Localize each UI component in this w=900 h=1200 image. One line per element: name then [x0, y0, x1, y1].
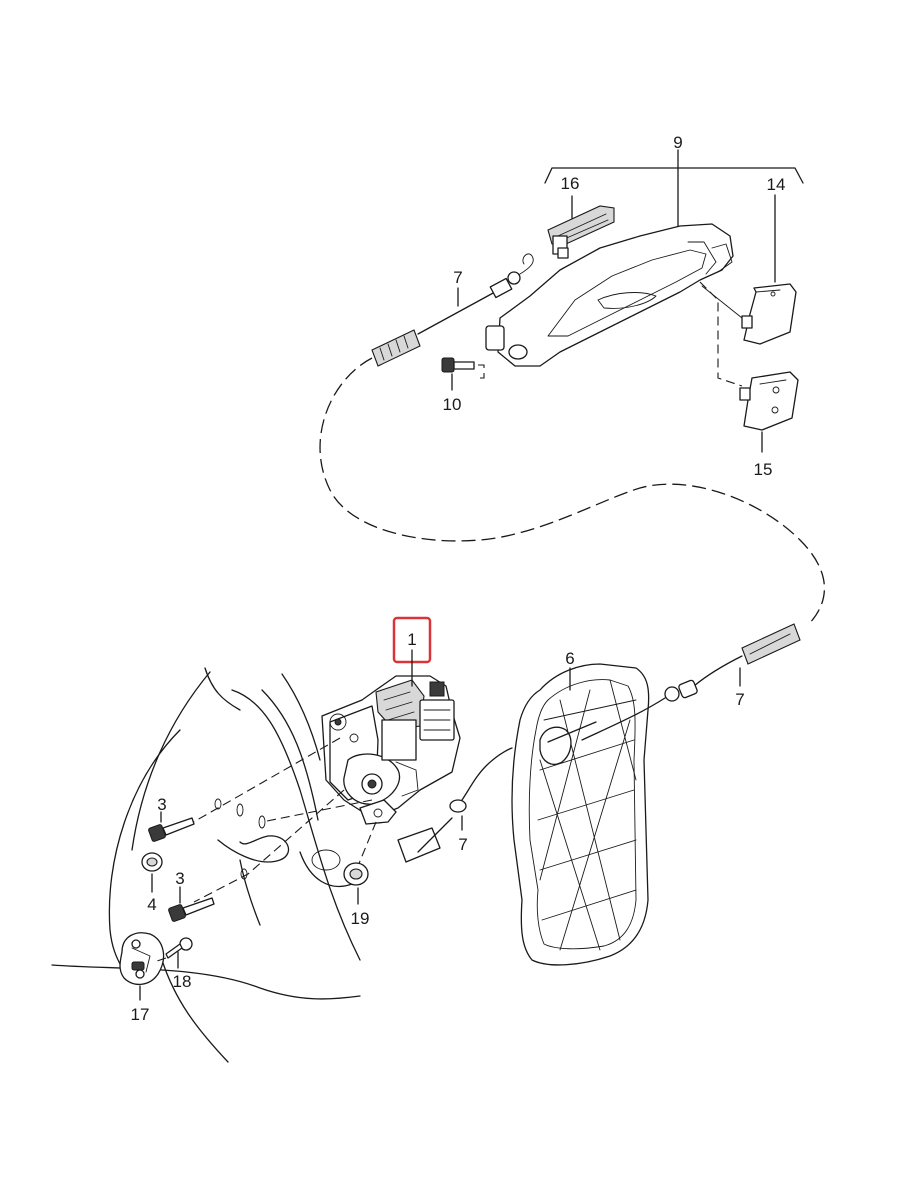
- cap-4: [141, 852, 163, 893]
- handle-trim-16: [547, 205, 615, 259]
- door-frame-outline: [51, 667, 361, 1063]
- callout-10: 10: [443, 395, 462, 414]
- cable-7-upper: [371, 253, 534, 367]
- leader-lines-upper: [571, 194, 776, 453]
- callout-15: 15: [754, 460, 773, 479]
- cap-19: [343, 862, 369, 905]
- bolt-10: [441, 357, 485, 391]
- callout-3-lower: 3: [175, 869, 184, 888]
- screw-18: [153, 937, 193, 969]
- door-trim-6: [511, 663, 650, 966]
- cable-routing-path: [319, 357, 826, 626]
- cable-7-lock: [397, 747, 513, 863]
- handle-carrier: [485, 223, 734, 367]
- bolt-3-upper: [148, 811, 195, 842]
- callout-7-right: 7: [735, 690, 744, 709]
- callout-7-lock: 7: [458, 835, 467, 854]
- callout-18: 18: [173, 972, 192, 991]
- callout-14: 14: [767, 175, 786, 194]
- callout-1: 1: [407, 630, 416, 649]
- cover-cap-14: [741, 283, 797, 345]
- cover-cap-15: [739, 371, 799, 431]
- callout-6: 6: [565, 649, 574, 668]
- callout-4: 4: [147, 895, 156, 914]
- door-lock-1: [321, 675, 461, 825]
- alignment-lines-lock: [189, 737, 377, 903]
- striker-17: [119, 932, 165, 1001]
- callout-3-upper: 3: [157, 795, 166, 814]
- bolt-3-lower: [168, 886, 215, 922]
- callout-9: 9: [673, 133, 682, 152]
- cable-7-right: [581, 623, 801, 741]
- bracket-9: [544, 149, 804, 231]
- callout-19: 19: [351, 909, 370, 928]
- callout-7-upper: 7: [453, 268, 462, 287]
- callout-16: 16: [561, 174, 580, 193]
- callout-17: 17: [131, 1005, 150, 1024]
